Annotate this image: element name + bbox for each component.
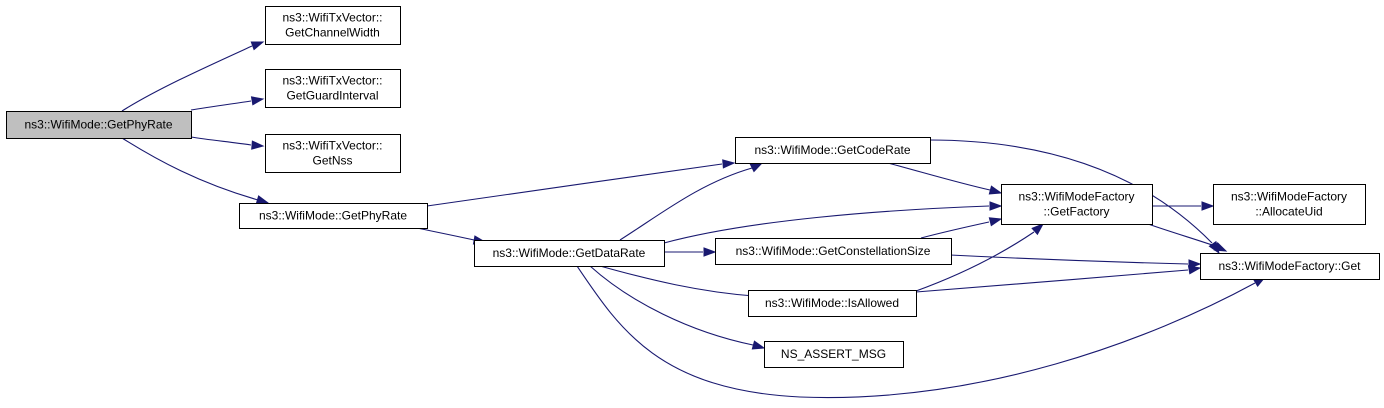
- node-getfactory[interactable]: ns3::WifiModeFactory::GetFactory: [1001, 184, 1153, 225]
- edge-isallowed-to-getfactory: [915, 223, 1045, 292]
- node-isallowed[interactable]: ns3::WifiMode::IsAllowed: [748, 290, 917, 317]
- node-label: ns3::WifiMode::GetDataRate: [493, 246, 646, 260]
- node-assert[interactable]: NS_ASSERT_MSG: [764, 341, 904, 368]
- node-allocuid[interactable]: ns3::WifiModeFactory::AllocateUid: [1213, 184, 1366, 225]
- arrowhead: [1187, 265, 1202, 275]
- arrowhead: [250, 96, 265, 106]
- edge-line: [190, 100, 252, 111]
- arrowhead: [988, 185, 1003, 195]
- node-txv_gi[interactable]: ns3::WifiTxVector::GetGuardInterval: [265, 69, 401, 108]
- node-label: ns3::WifiMode::GetPhyRate: [24, 118, 172, 132]
- edge-line: [949, 254, 1189, 265]
- edge-datarate-to-assert: [589, 265, 766, 350]
- node-box: [1213, 184, 1366, 225]
- edge-line: [920, 221, 990, 239]
- edge-line: [426, 163, 723, 207]
- edge-line: [619, 167, 753, 241]
- node-label: GetChannelWidth: [285, 26, 380, 40]
- node-constsize[interactable]: ns3::WifiMode::GetConstellationSize: [715, 238, 952, 265]
- arrowhead: [989, 201, 1003, 211]
- edges-layer: [121, 41, 1267, 399]
- edge-datarate-to-constsize: [664, 247, 717, 257]
- edge-line: [121, 137, 259, 201]
- arrowhead: [255, 195, 270, 205]
- node-box: [239, 203, 428, 229]
- node-box: [265, 134, 401, 173]
- edge-datarate-to-isallowed: [599, 265, 766, 301]
- edge-line: [915, 231, 1035, 292]
- edge-constsize-to-getfactory: [920, 217, 1003, 239]
- node-box: [6, 111, 192, 139]
- node-label: ns3::WifiMode::IsAllowed: [765, 296, 899, 310]
- node-box: [265, 69, 401, 108]
- node-phyrate2[interactable]: ns3::WifiMode::GetPhyRate: [239, 203, 428, 229]
- edge-line: [599, 265, 755, 297]
- node-box: [764, 341, 904, 368]
- node-label: ns3::WifiTxVector::: [282, 74, 382, 88]
- arrowhead: [1213, 241, 1228, 252]
- node-label: ns3::WifiMode::GetPhyRate: [259, 209, 407, 223]
- edge-datarate-to-coderate: [619, 162, 764, 241]
- node-label: ns3::WifiModeFactory: [1018, 190, 1134, 204]
- node-label: ns3::WifiMode::GetCodeRate: [754, 143, 910, 157]
- node-label: GetGuardInterval: [286, 89, 378, 103]
- node-label: ns3::WifiModeFactory: [1231, 190, 1347, 204]
- edge-root-to-txv_nss: [190, 136, 265, 150]
- edge-coderate-to-getfactory: [887, 162, 1003, 195]
- node-box: [265, 6, 401, 45]
- node-label: NS_ASSERT_MSG: [781, 347, 886, 361]
- node-label: ::GetFactory: [1043, 205, 1109, 219]
- arrowhead: [250, 41, 265, 51]
- node-label: ns3::WifiTxVector::: [282, 11, 382, 25]
- edge-root-to-phyrate2: [121, 137, 270, 205]
- arrowhead: [988, 217, 1003, 227]
- edge-line: [416, 227, 475, 241]
- edge-line: [663, 205, 990, 244]
- node-root[interactable]: ns3::WifiMode::GetPhyRate: [6, 111, 192, 139]
- edge-isallowed-to-factget: [915, 265, 1202, 293]
- node-label: ns3::WifiTxVector::: [282, 139, 382, 153]
- node-txv_nss[interactable]: ns3::WifiTxVector::GetNss: [265, 134, 401, 173]
- arrowhead: [1201, 201, 1215, 211]
- edge-datarate-to-getfactory: [663, 201, 1003, 244]
- edge-line: [121, 45, 253, 112]
- arrowhead: [251, 140, 265, 150]
- node-box: [715, 238, 952, 265]
- edge-line: [1147, 223, 1216, 247]
- node-label: ns3::WifiModeFactory::Get: [1218, 259, 1361, 273]
- arrowhead: [751, 340, 766, 350]
- nodes-layer: ns3::WifiMode::GetPhyRatens3::WifiTxVect…: [6, 6, 1380, 368]
- node-box: [1001, 184, 1153, 225]
- node-box: [748, 290, 917, 317]
- edge-line: [576, 265, 1256, 399]
- edge-root-to-txv_chw: [121, 41, 265, 112]
- node-box: [1200, 253, 1380, 280]
- arrowhead: [749, 162, 764, 173]
- edge-line: [887, 162, 991, 191]
- node-label: ::AllocateUid: [1255, 205, 1322, 219]
- node-box: [735, 137, 931, 164]
- edge-getfactory-to-allocuid: [1152, 201, 1215, 211]
- edge-getfactory-to-factget: [1147, 223, 1228, 252]
- node-txv_chw[interactable]: ns3::WifiTxVector::GetChannelWidth: [265, 6, 401, 45]
- edge-constsize-to-factget: [949, 254, 1202, 269]
- edge-line: [928, 139, 1213, 244]
- edge-line: [915, 269, 1189, 293]
- node-datarate[interactable]: ns3::WifiMode::GetDataRate: [474, 240, 665, 267]
- edge-phyrate2-to-coderate: [426, 159, 736, 207]
- arrowhead: [1031, 223, 1045, 236]
- arrowhead: [703, 247, 717, 257]
- edge-line: [589, 265, 754, 346]
- node-label: GetNss: [312, 154, 352, 168]
- node-label: ns3::WifiMode::GetConstellationSize: [736, 244, 931, 258]
- node-factget[interactable]: ns3::WifiModeFactory::Get: [1200, 253, 1380, 280]
- edge-root-to-txv_gi: [190, 96, 265, 111]
- edge-line: [190, 136, 252, 146]
- node-coderate[interactable]: ns3::WifiMode::GetCodeRate: [735, 137, 931, 164]
- node-box: [474, 240, 665, 267]
- arrowhead: [722, 159, 736, 169]
